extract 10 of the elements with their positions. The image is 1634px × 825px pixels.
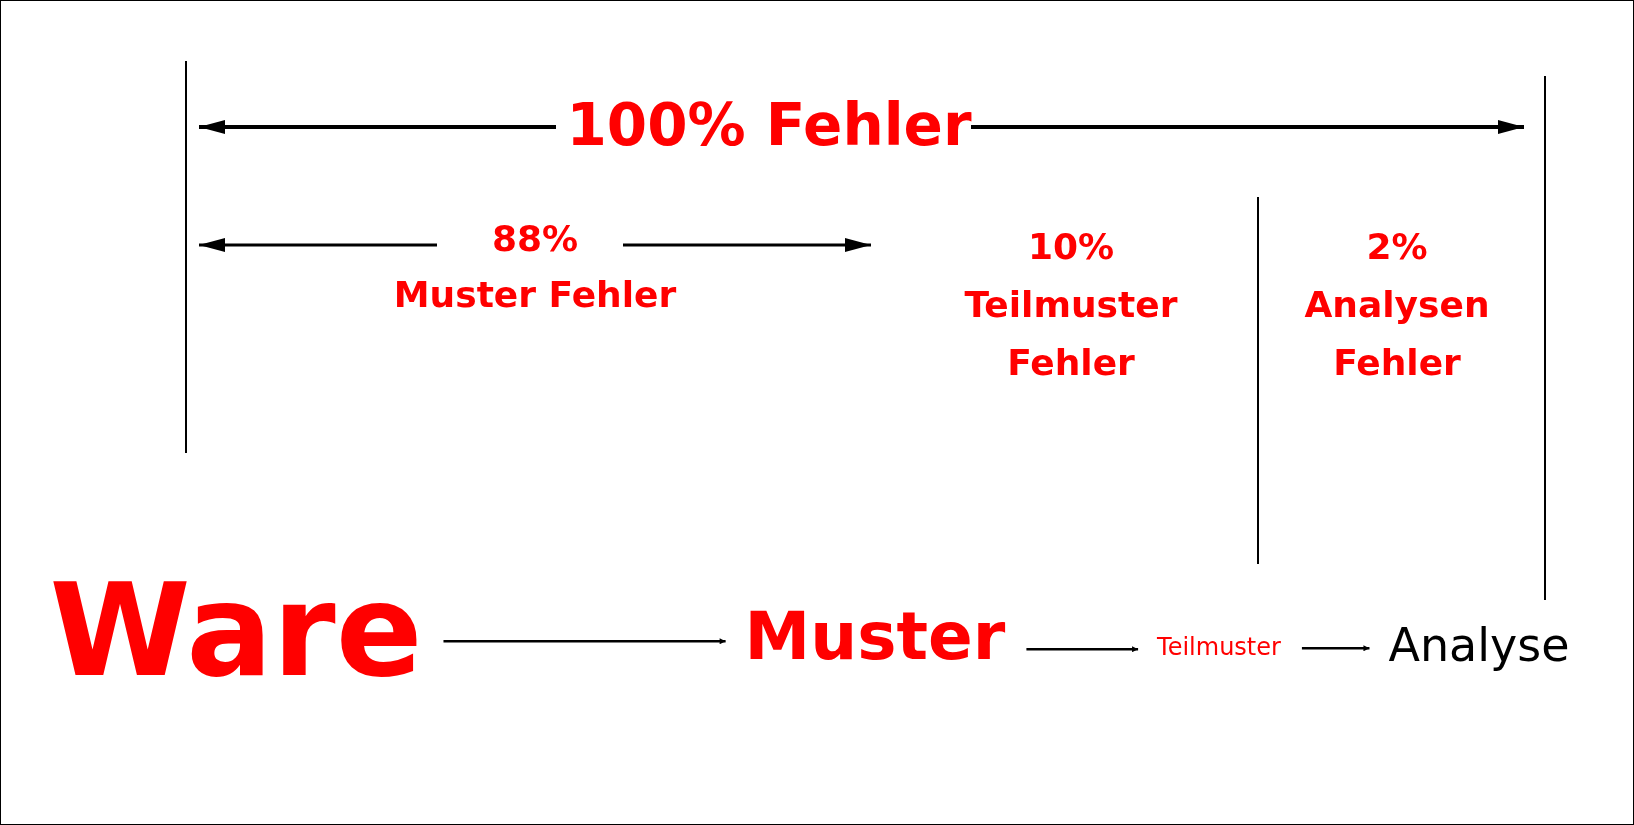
process-label: Teilmuster bbox=[1157, 635, 1281, 659]
dimension-label: 88% Muster Fehler bbox=[393, 217, 677, 317]
arrow bbox=[1301, 645, 1370, 652]
dimension-label: 10% Teilmuster Fehler bbox=[964, 225, 1178, 385]
arrow bbox=[443, 638, 726, 645]
process-label: Ware bbox=[49, 567, 423, 695]
arrow bbox=[1026, 646, 1139, 653]
dimension-label: 100% Fehler bbox=[566, 96, 972, 154]
dimension-label: 2% Analysen Fehler bbox=[1304, 225, 1490, 385]
process-label: Muster bbox=[744, 604, 1006, 670]
